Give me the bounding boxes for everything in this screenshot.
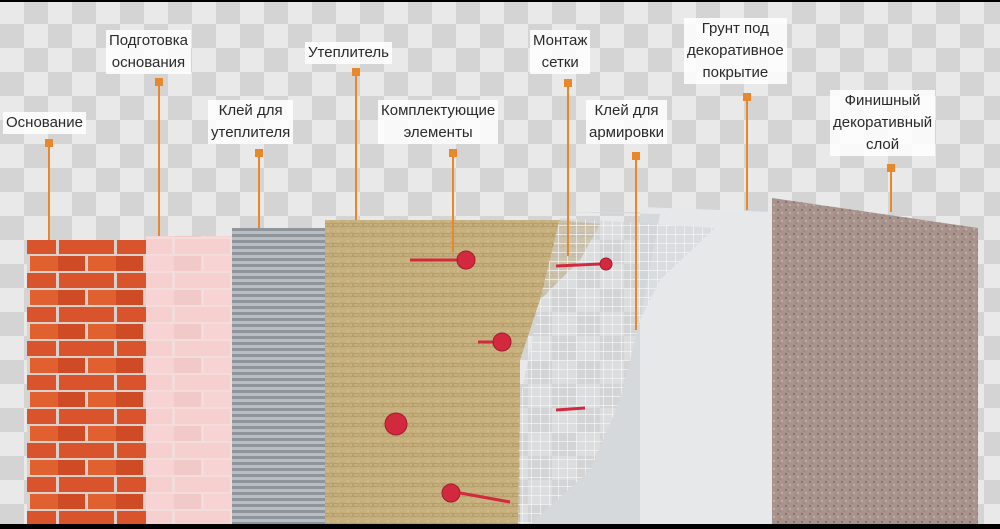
leader-marker-finish [887,164,895,172]
label-finish: Финишный декоративный слой [830,90,936,156]
leader-marker-base [45,139,53,147]
insulation-layer-panel [325,220,600,524]
label-base: Основание [3,112,86,134]
label-mesh: Монтаж сетки [530,30,591,74]
leader-marker-anchors [449,149,457,157]
adhesive-layer-panel [232,228,325,524]
top-frame-edge [0,0,1000,2]
label-reinforce: Клей для армировки [586,100,667,144]
primer-layer-panel [640,207,772,524]
dowel-group [384,250,613,504]
brick-layer-panel [27,240,146,524]
leader-marker-reinforce [632,152,640,160]
leader-marker-prep [155,78,163,86]
label-primer: Грунт под декоративное покрытие [684,18,787,84]
leader-marker-primer [743,93,751,101]
label-prep: Подготовка основания [106,30,191,74]
label-glue: Клей для утеплителя [208,100,294,144]
leader-marker-insul [352,68,360,76]
leader-marker-mesh [564,79,572,87]
leader-marker-glue [255,149,263,157]
prep-layer-panel [146,236,232,524]
label-anchors: Комплектующие элементы [378,100,499,144]
bottom-frame-edge [0,524,1000,529]
reinforce-layer-panel [530,212,660,524]
finish-layer-panel [772,198,978,524]
leader-lines [45,68,895,330]
label-insul: Утеплитель [305,42,392,64]
